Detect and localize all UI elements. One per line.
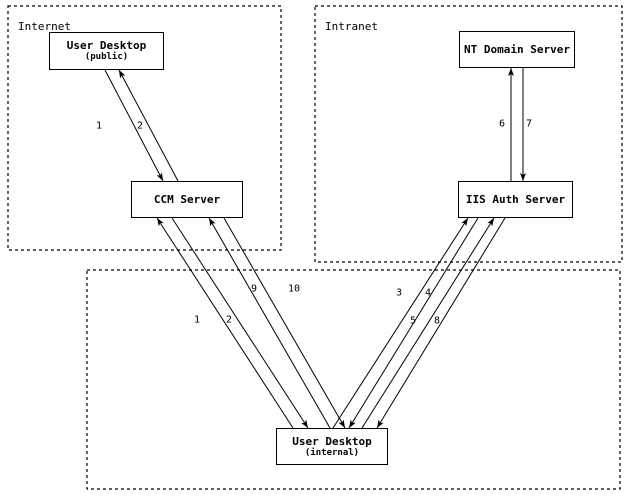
connector-edge-3 [332, 217, 469, 429]
connector-edge-5 [361, 217, 495, 429]
zone-label-intranet: Intranet [325, 20, 378, 33]
edge-step-label-4: 4 [424, 287, 432, 299]
connector-edge-9 [208, 217, 331, 429]
node-title-ccm-server: CCM Server [153, 193, 221, 206]
node-title-iis-auth-server: IIS Auth Server [465, 193, 566, 206]
zone-boundary-intranet [314, 5, 623, 263]
zone-boundary-internal-lan [86, 269, 621, 490]
edge-step-label-5: 5 [409, 315, 417, 327]
edge-step-label-1-internal: 1 [193, 314, 201, 326]
node-nt-domain-server[interactable]: NT Domain Server [459, 31, 575, 68]
node-subtitle-user-desktop-internal: (internal) [304, 447, 360, 458]
connector-edge-2-public [118, 69, 179, 182]
connector-edge-1-public [104, 69, 164, 182]
connector-edge-10 [223, 217, 346, 429]
zone-boundaries [7, 5, 623, 490]
connector-lines [104, 68, 526, 429]
edge-step-label-10: 10 [287, 283, 301, 295]
node-subtitle-user-desktop-public: (public) [84, 52, 129, 62]
zone-boundary-internet [7, 5, 282, 251]
node-title-nt-domain-server: NT Domain Server [464, 43, 570, 56]
edge-step-label-9: 9 [250, 283, 258, 295]
connector-edge-2-internal [171, 217, 309, 429]
edge-step-label-2-public: 2 [136, 120, 144, 132]
edge-step-label-1-public: 1 [95, 120, 103, 132]
node-title-user-desktop-public: User Desktop [66, 39, 147, 52]
edge-step-label-7: 7 [525, 118, 533, 130]
edge-step-label-6: 6 [498, 118, 506, 130]
connector-edge-1-internal [156, 217, 294, 429]
edge-step-label-2-internal: 2 [225, 314, 233, 326]
zone-label-internet: Internet [18, 20, 71, 33]
node-user-desktop-public[interactable]: User Desktop(public) [49, 32, 164, 70]
node-ccm-server[interactable]: CCM Server [131, 181, 243, 218]
edge-step-label-8: 8 [433, 315, 441, 327]
node-title-user-desktop-internal: User Desktop [292, 434, 372, 448]
edge-step-label-3: 3 [395, 287, 403, 299]
node-user-desktop-internal[interactable]: User Desktop(internal) [276, 428, 388, 465]
connector-edge-4 [348, 217, 479, 429]
node-iis-auth-server[interactable]: IIS Auth Server [458, 181, 573, 218]
connector-edge-8 [376, 217, 506, 429]
